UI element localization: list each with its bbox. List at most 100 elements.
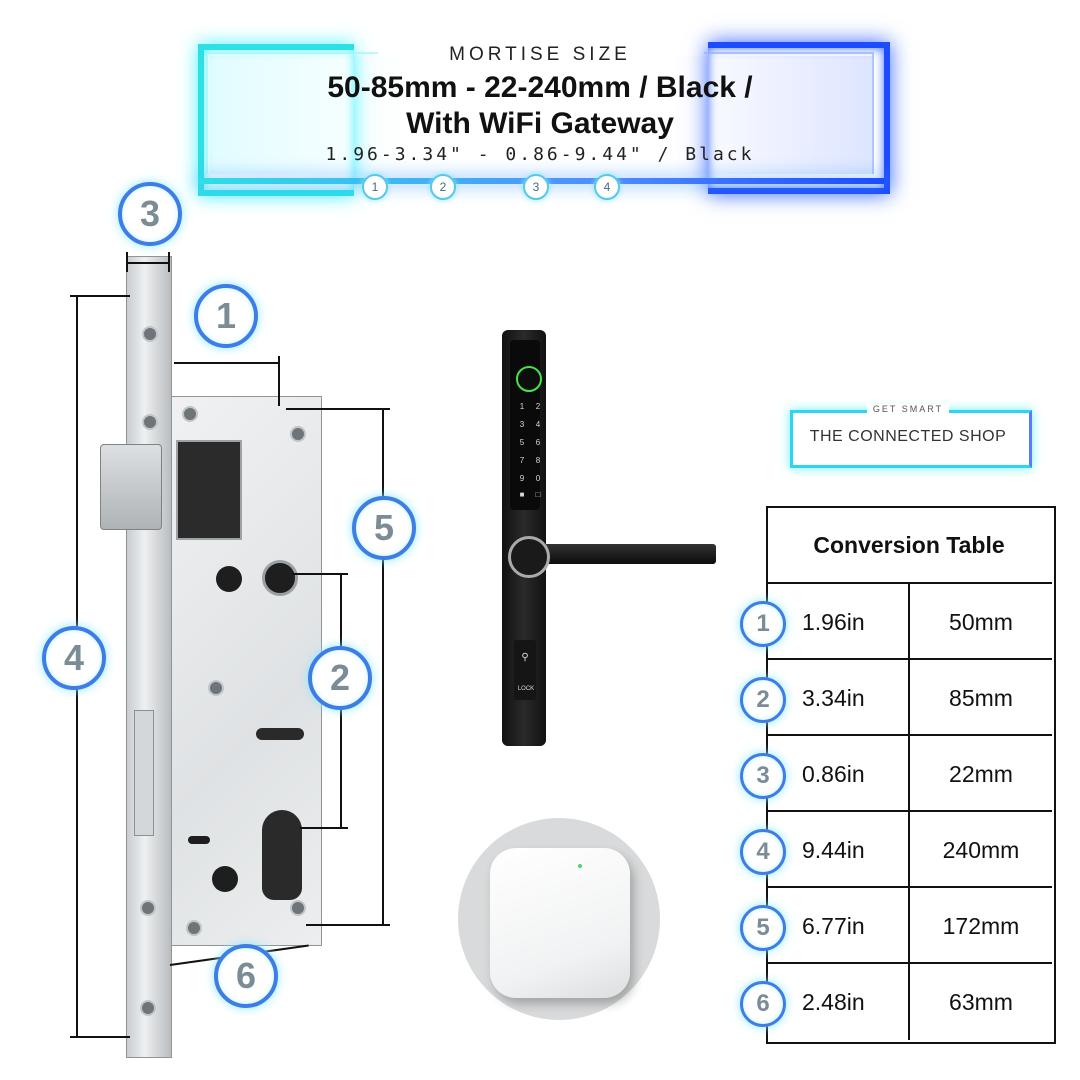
- title-line-1: 50-85mm - 22-240mm / Black /: [327, 71, 753, 104]
- cylinder-hole: [262, 810, 302, 900]
- dimension-badge-6: 6: [214, 944, 278, 1008]
- key-4: 4: [535, 420, 541, 429]
- wifi-gateway: [490, 848, 630, 998]
- lock-label: LOCK: [517, 686, 535, 692]
- fingerprint-icon: [516, 366, 542, 392]
- dim-line-3: [126, 262, 170, 264]
- cell-divider: [908, 660, 910, 734]
- dim-tick: [300, 827, 348, 829]
- table-row: 9.44in 240mm: [766, 812, 1052, 888]
- cell-mm: 63mm: [949, 989, 1013, 1015]
- mortise-latch: [100, 444, 162, 530]
- unlock-symbol-icon: □: [535, 490, 541, 499]
- cell-divider: [908, 888, 910, 962]
- header-inner-line-right: [704, 52, 874, 174]
- cell-divider: [908, 736, 910, 810]
- key-3: 3: [519, 420, 525, 429]
- page-title: 50-85mm - 22-240mm / Black / With WiFi G…: [260, 70, 820, 142]
- screw: [142, 414, 158, 430]
- key-0: 0: [535, 474, 541, 483]
- header-marker-3: 3: [523, 174, 549, 200]
- row-badge-2: 2: [740, 677, 786, 723]
- dimension-badge-5: 5: [352, 496, 416, 560]
- dim-tick: [306, 924, 390, 926]
- dimension-badge-4: 4: [42, 626, 106, 690]
- title-line-2: With WiFi Gateway: [406, 107, 674, 140]
- header-frame-left: [198, 44, 354, 196]
- conversion-table-title: Conversion Table: [766, 506, 1052, 584]
- key-9: 9: [519, 474, 525, 483]
- header-inner-line-left: [206, 52, 378, 174]
- key-8: 8: [535, 456, 541, 465]
- gateway-led: [578, 864, 582, 868]
- key-6: 6: [535, 438, 541, 447]
- cell-inches: 3.34in: [802, 685, 865, 711]
- dim-line-1: [174, 362, 278, 364]
- key-icon: ⚲: [521, 652, 529, 663]
- dimension-badge-3: 3: [118, 182, 182, 246]
- dim-line-5: [382, 408, 384, 926]
- lever-rose: [508, 536, 550, 578]
- cell-mm: 240mm: [942, 837, 1020, 863]
- row-badge-6: 6: [740, 981, 786, 1027]
- table-row: 6.77in 172mm: [766, 888, 1052, 964]
- header-frame-right: [708, 42, 890, 194]
- dim-tick: [278, 356, 280, 406]
- cell-mm: 85mm: [949, 685, 1013, 711]
- mortise-hole: [212, 866, 238, 892]
- dimension-badge-2: 2: [308, 646, 372, 710]
- screw: [208, 680, 224, 696]
- screw: [186, 920, 202, 936]
- table-row: 1.96in 50mm: [766, 584, 1052, 660]
- key-7: 7: [519, 456, 525, 465]
- key-5: 5: [519, 438, 525, 447]
- screw: [182, 406, 198, 422]
- lever-handle: [534, 544, 716, 564]
- table-row: 2.48in 63mm: [766, 964, 1052, 1040]
- table-row: 3.34in 85mm: [766, 660, 1052, 736]
- header-marker-4: 4: [594, 174, 620, 200]
- mortise-slot: [256, 728, 304, 740]
- faceplate-slot: [134, 710, 154, 836]
- table-row: 0.86in 22mm: [766, 736, 1052, 812]
- cell-divider: [908, 812, 910, 886]
- screw: [290, 900, 306, 916]
- dim-tick: [126, 252, 128, 272]
- cell-inches: 0.86in: [802, 761, 865, 787]
- cell-inches: 9.44in: [802, 837, 865, 863]
- screw: [140, 900, 156, 916]
- header-eyebrow: MORTISE SIZE: [449, 44, 631, 65]
- mortise-latch-slot: [176, 440, 242, 540]
- key-1: 1: [519, 402, 525, 411]
- cell-divider: [908, 584, 910, 658]
- cell-inches: 1.96in: [802, 609, 865, 635]
- cell-inches: 2.48in: [802, 989, 865, 1015]
- logo-tagline: GET SMART: [790, 404, 1026, 414]
- logo-name: THE CONNECTED SHOP: [809, 428, 1007, 445]
- row-badge-4: 4: [740, 829, 786, 875]
- mortise-faceplate: [126, 256, 172, 1058]
- key-2: 2: [535, 402, 541, 411]
- row-badge-1: 1: [740, 601, 786, 647]
- row-badge-5: 5: [740, 905, 786, 951]
- header-glow: [210, 56, 872, 174]
- dim-tick: [168, 252, 170, 272]
- header-subtitle: 1.96-3.34" - 0.86-9.44" / Black: [325, 144, 755, 165]
- dim-tick: [286, 408, 390, 410]
- cell-divider: [908, 964, 910, 1040]
- dim-tick: [292, 573, 348, 575]
- screw: [142, 326, 158, 342]
- dim-tick: [70, 1036, 130, 1038]
- spindle-hole: [262, 560, 298, 596]
- cell-mm: 22mm: [949, 761, 1013, 787]
- lock-symbol-icon: ■: [519, 490, 525, 499]
- cell-mm: 172mm: [942, 913, 1020, 939]
- screw: [140, 1000, 156, 1016]
- cell-mm: 50mm: [949, 609, 1013, 635]
- mortise-hole: [216, 566, 242, 592]
- dimension-badge-1: 1: [194, 284, 258, 348]
- lock-button: [514, 640, 536, 700]
- dim-tick: [70, 295, 130, 297]
- row-badge-3: 3: [740, 753, 786, 799]
- header-marker-2: 2: [430, 174, 456, 200]
